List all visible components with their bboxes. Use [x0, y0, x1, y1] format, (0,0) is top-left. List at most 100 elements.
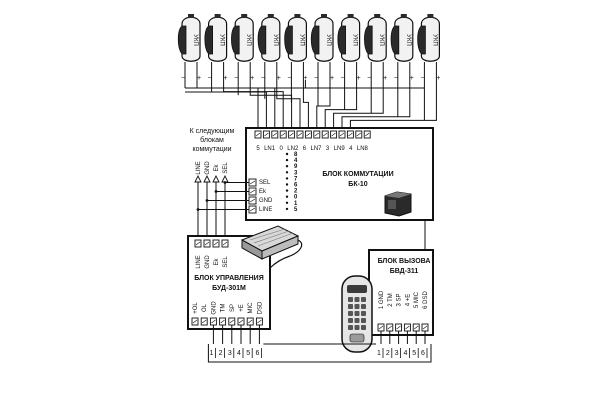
handsets-row: УКП−+УКП−+УКП−+УКП−+УКП−+УКП−+УКП−+УКП−+…: [177, 14, 440, 82]
handset-5: УКП−+: [284, 14, 307, 82]
handset-minus: −: [420, 75, 424, 82]
jumper-dot: [285, 171, 289, 174]
bus-number-left: 3: [228, 350, 232, 357]
control-bottom-label: +E: [239, 304, 245, 312]
next-blocks-line-3: коммутации: [192, 146, 231, 153]
handset-label: УКП: [272, 34, 278, 46]
jumper-dot: [285, 207, 289, 211]
handset-6: УКП−+: [310, 14, 334, 82]
control-bottom-label: OL: [202, 303, 208, 312]
handset-7: УКП−+: [337, 14, 361, 82]
handset-minus: −: [208, 75, 212, 82]
handset-wiring: [184, 68, 437, 131]
call-terminal-label: 1 GND: [379, 290, 385, 309]
handset-label: УКП: [219, 34, 225, 46]
jumper-dot: [285, 183, 289, 186]
handset-minus: −: [367, 75, 371, 82]
commutation-terminal-label: LN1: [264, 146, 276, 152]
handset-label: УКП: [378, 34, 384, 46]
handset-plus: +: [383, 75, 387, 82]
handset-label: УКП: [352, 34, 358, 46]
bus-number-right: 3: [395, 350, 399, 357]
jumper-dot: [285, 152, 289, 156]
intercom-handset-icon: [284, 14, 307, 62]
bus-number-right: 5: [412, 350, 416, 357]
handset-plus: +: [410, 75, 414, 82]
commutation-terminal-label: 4: [349, 146, 353, 152]
switch-box-icon: [384, 191, 412, 217]
handset-minus: −: [261, 75, 265, 82]
jumper-number: 6: [294, 183, 298, 189]
handset-minus: −: [181, 75, 185, 82]
handset-4: УКП−+: [257, 14, 281, 82]
commutation-top-terminals: [254, 130, 371, 139]
call-block-title: БЛОК ВЫЗОВА: [378, 258, 431, 265]
jumper-number: 7: [294, 176, 298, 182]
handset-plus: +: [197, 75, 201, 82]
jumper-number: 8: [294, 152, 298, 158]
call-terminal-label: 3 SP: [397, 293, 403, 306]
jumper-number: 0: [294, 195, 298, 201]
intercom-handset-icon: [177, 14, 201, 62]
control-bottom-label: GND: [211, 301, 217, 315]
commutation-terminal-label: 5: [256, 146, 260, 152]
door-call-panel-icon: [341, 275, 373, 353]
commutation-terminal-label: LN7: [310, 146, 322, 152]
intercom-handset-icon: [417, 14, 440, 62]
control-top-label: SEL: [223, 256, 229, 268]
bus-number-left: 6: [255, 350, 259, 357]
jumper-dot: [285, 195, 289, 198]
next-wire-label: GND: [205, 161, 211, 175]
call-block-frame: [368, 249, 434, 336]
jumper-number: 2: [294, 189, 298, 195]
handset-label: УКП: [325, 34, 331, 46]
handset-3: УКП−+: [231, 14, 254, 82]
control-top-label: GND: [205, 255, 211, 269]
jumper-number: 4: [294, 158, 298, 164]
bus-number-left: 5: [246, 350, 250, 357]
handset-plus: +: [330, 75, 334, 82]
bus-number-left: 1: [209, 350, 213, 357]
bus-number-right: 2: [386, 350, 390, 357]
control-bottom-label: MIC: [248, 302, 254, 314]
intercom-handset-icon: [390, 14, 414, 62]
jumper-dot: [285, 201, 289, 204]
handset-2: УКП−+: [204, 14, 228, 82]
commutation-terminal-label: LN2: [287, 146, 299, 152]
intercom-handset-icon: [364, 14, 387, 62]
call-terminal-label: 6 DSD: [423, 290, 429, 308]
commutation-terminal-label: LN8: [357, 146, 369, 152]
handset-9: УКП−+: [390, 14, 414, 82]
handset-plus: +: [250, 75, 254, 82]
bus-number-right: 6: [421, 350, 425, 357]
next-wire-label: SEL: [223, 162, 229, 174]
intercom-handset-icon: [231, 14, 254, 62]
next-wire-label: Ek: [214, 164, 220, 172]
control-top-label: Ek: [214, 258, 220, 266]
control-bottom-label: +OL: [193, 302, 199, 314]
call-block-model: БВД-311: [390, 268, 419, 275]
handset-10: УКП−+: [417, 14, 440, 82]
commutation-left-label: LINE: [259, 207, 272, 213]
jumper-dot: [285, 158, 289, 162]
intercom-handset-icon: [337, 14, 361, 62]
intercom-handset-icon: [257, 14, 281, 62]
handset-label: УКП: [298, 34, 304, 46]
jumper-dot: [285, 177, 289, 180]
intercom-handset-icon: [204, 14, 228, 62]
call-terminal-label: 4 +E: [405, 294, 411, 307]
commutation-left-label: GND: [259, 198, 273, 204]
commutation-block-title: БЛОК КОММУТАЦИИ: [322, 171, 393, 178]
control-top-label: LINE: [196, 255, 202, 268]
jumper-dot: [285, 189, 289, 192]
handset-label: УКП: [405, 34, 411, 46]
